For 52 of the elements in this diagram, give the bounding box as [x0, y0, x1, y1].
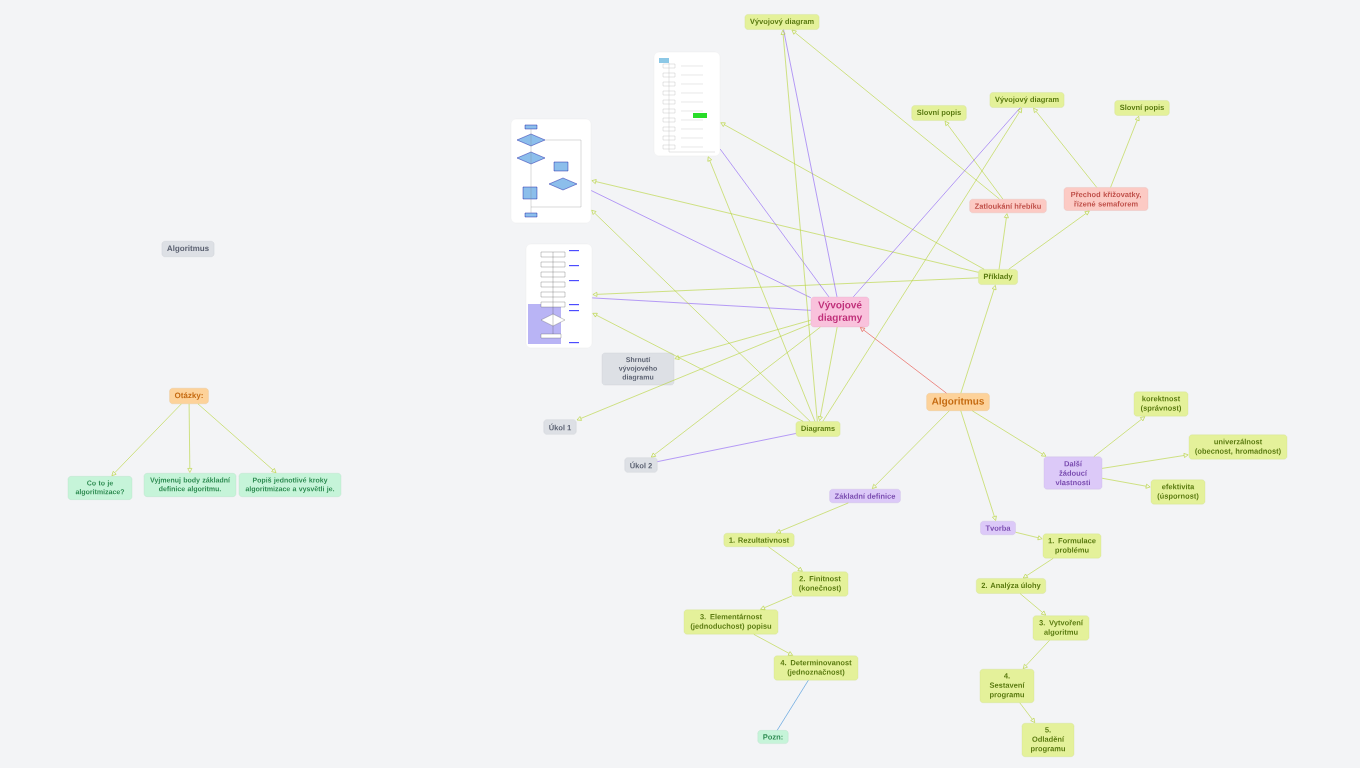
- connector-line: [591, 209, 811, 422]
- connector-line: [1101, 453, 1189, 469]
- connector-line: [998, 213, 1009, 270]
- connector-line: [768, 546, 803, 572]
- connector-line: [1101, 477, 1151, 489]
- connector-line: [753, 634, 793, 656]
- connector-line: [1019, 702, 1036, 723]
- connector-line: [853, 107, 1021, 298]
- connector-line: [674, 319, 812, 360]
- connector-line: [1019, 593, 1046, 616]
- connector-line: [719, 148, 830, 298]
- main-topic-box: Algoritmus: [926, 393, 990, 411]
- connector-line: [1022, 558, 1054, 579]
- connector-line: [1093, 416, 1146, 457]
- connector-line: [791, 29, 1000, 200]
- connector-line: [1008, 210, 1090, 270]
- connector-line: [972, 410, 1047, 457]
- connector-line: [707, 156, 816, 422]
- connector-line: [872, 410, 950, 489]
- connector-line: [591, 179, 979, 273]
- connector-line: [822, 107, 1023, 422]
- connector-line: [775, 502, 849, 534]
- connector-line: [1033, 107, 1097, 188]
- connector-line: [1110, 116, 1140, 188]
- connector-line: [780, 30, 818, 422]
- connector-line: [657, 433, 797, 462]
- connector-line: [817, 326, 838, 421]
- flowchart-drawing: [525, 243, 593, 349]
- connector-line: [783, 29, 838, 298]
- connector-line: [760, 595, 793, 610]
- connector-line: [720, 122, 985, 270]
- connector-line: [860, 327, 947, 394]
- connector-line: [590, 190, 812, 299]
- connector-line: [944, 120, 1004, 200]
- flowchart-drawing: [510, 118, 592, 224]
- central-topic-box: Vývojové diagramy: [810, 296, 870, 328]
- connector-line: [197, 403, 277, 473]
- connector-line: [960, 285, 997, 394]
- connector-line: [576, 323, 812, 421]
- topic-box: Algoritmus: [161, 241, 215, 257]
- connector-line: [1015, 532, 1043, 541]
- connector-line: [591, 297, 812, 311]
- flowchart-drawing: [653, 51, 721, 157]
- connector-line: [651, 326, 821, 458]
- connector-line: [1022, 640, 1050, 669]
- connector-line: [111, 403, 182, 476]
- connector-line: [592, 277, 979, 297]
- connector-line: [592, 313, 804, 422]
- connector-line: [187, 403, 193, 473]
- topic-box: Otázky:: [169, 388, 209, 404]
- connector-line: [960, 410, 997, 521]
- connector-line: [776, 680, 809, 731]
